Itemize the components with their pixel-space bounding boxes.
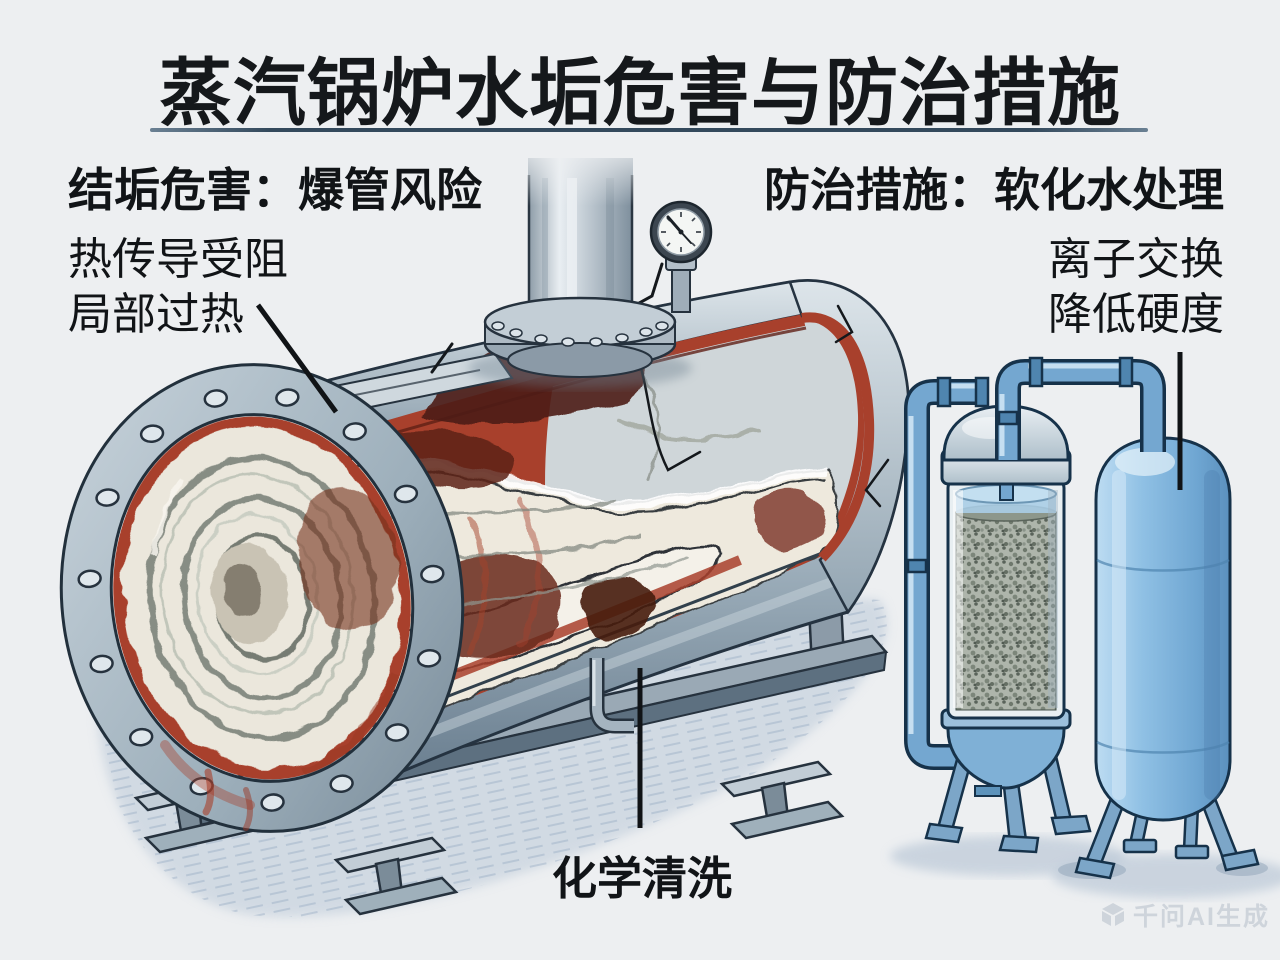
drain-pipe — [589, 658, 634, 734]
feedwater-pipe — [904, 376, 990, 770]
softened-water-tank — [1074, 424, 1260, 880]
hazard-line-2: 局部过热 — [68, 290, 244, 339]
watermark: 千问AI生成 — [1100, 897, 1270, 933]
softener-top-pipe — [995, 356, 1166, 460]
qwen-logo-icon — [1102, 903, 1124, 926]
hazard-line-1: 热传导受阻 — [68, 235, 288, 284]
page-title: 蒸汽锅炉水垢危害与防治措施 — [159, 53, 1121, 134]
steam-pipe — [468, 140, 692, 388]
ion-exchange-tank — [924, 404, 1092, 854]
title-underline — [150, 128, 1148, 132]
boiler-cutaway — [59, 140, 910, 833]
hazard-leader-line — [255, 303, 339, 414]
cleaning-label: 化学清洗 — [552, 853, 733, 904]
prevention-heading: 防治措施：软化水处理 — [764, 164, 1224, 216]
pipe-flange-bolts — [491, 321, 669, 347]
pressure-gauge-icon — [649, 200, 713, 313]
tank-legs — [924, 754, 1092, 854]
prevention-line-2: 降低硬度 — [1048, 290, 1224, 339]
hazard-callout: 结垢危害：爆管风险 热传导受阻 局部过热 — [68, 166, 482, 342]
rust-drips — [160, 740, 255, 831]
prevention-line-1: 离子交换 — [1048, 235, 1224, 284]
prevention-callout: 防治措施：软化水处理 离子交换 降低硬度 — [764, 166, 1224, 342]
boiler-flange — [59, 363, 465, 833]
annotation-lines — [255, 303, 1183, 828]
flange-bolts — [77, 388, 445, 812]
watermark-text: 千问AI生成 — [1133, 903, 1271, 931]
hazard-heading: 结垢危害：爆管风险 — [68, 164, 482, 216]
boiler-rear-rim — [390, 279, 910, 702]
